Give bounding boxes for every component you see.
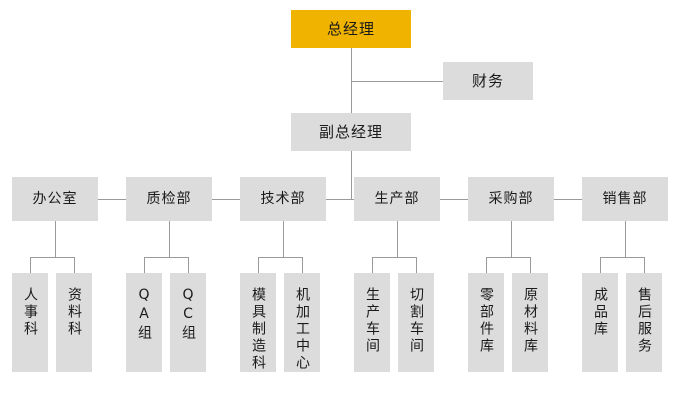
connector-leaf-drop bbox=[30, 257, 31, 273]
connector-bracket-bar bbox=[144, 257, 188, 258]
node-leaf-archives[interactable]: 资料科 bbox=[56, 273, 92, 372]
node-leaf-cutting-workshop[interactable]: 切割车间 bbox=[398, 273, 434, 372]
node-label: QC组 bbox=[180, 287, 196, 342]
node-label: 质检部 bbox=[146, 191, 192, 207]
node-label: 财务 bbox=[471, 71, 504, 90]
node-leaf-mold-manufacturing[interactable]: 模具制造科 bbox=[240, 273, 276, 372]
connector-dept-stub bbox=[169, 221, 170, 257]
connector-leaf-drop bbox=[74, 257, 75, 273]
connector-leaf-drop bbox=[644, 257, 645, 273]
connector-gm-to-finance bbox=[351, 81, 443, 82]
node-label: 技术部 bbox=[260, 191, 306, 207]
node-label: 总经理 bbox=[326, 19, 375, 38]
connector-leaf-drop bbox=[486, 257, 487, 273]
node-label: 生产部 bbox=[374, 191, 420, 207]
connector-leaf-drop bbox=[144, 257, 145, 273]
node-leaf-production-workshop[interactable]: 生产车间 bbox=[354, 273, 390, 372]
node-label: 办公室 bbox=[32, 191, 78, 207]
connector-leaf-drop bbox=[416, 257, 417, 273]
connector-dept-link bbox=[326, 199, 354, 200]
node-label: 模具制造科 bbox=[250, 287, 266, 372]
node-label: 零部件库 bbox=[478, 287, 494, 355]
connector-leaf-drop bbox=[530, 257, 531, 273]
connector-leaf-drop bbox=[258, 257, 259, 273]
node-label: 销售部 bbox=[602, 191, 648, 207]
connector-bracket-bar bbox=[600, 257, 644, 258]
connector-dept-stub bbox=[397, 221, 398, 257]
connector-dept-link bbox=[440, 199, 468, 200]
connector-bracket-bar bbox=[372, 257, 416, 258]
connector-gm-to-deputy bbox=[351, 48, 352, 113]
node-leaf-machining-center[interactable]: 机加工中心 bbox=[284, 273, 320, 372]
node-label: 切割车间 bbox=[408, 287, 424, 355]
node-leaf-parts-warehouse[interactable]: 零部件库 bbox=[468, 273, 504, 372]
node-label: 原材料库 bbox=[522, 287, 538, 355]
connector-leaf-drop bbox=[372, 257, 373, 273]
node-label: 售后服务 bbox=[636, 287, 652, 355]
node-label: 机加工中心 bbox=[294, 287, 310, 372]
node-department-quality[interactable]: 质检部 bbox=[126, 177, 212, 221]
connector-leaf-drop bbox=[600, 257, 601, 273]
connector-dept-link bbox=[554, 199, 582, 200]
node-general-manager[interactable]: 总经理 bbox=[291, 10, 411, 48]
connector-bracket-bar bbox=[30, 257, 74, 258]
node-department-office[interactable]: 办公室 bbox=[12, 177, 98, 221]
node-leaf-qa-team[interactable]: QA组 bbox=[126, 273, 162, 372]
connector-dept-stub bbox=[55, 221, 56, 257]
connector-dept-stub bbox=[625, 221, 626, 257]
connector-dept-link bbox=[98, 199, 126, 200]
connector-dept-stub bbox=[511, 221, 512, 257]
node-label: QA组 bbox=[136, 287, 152, 342]
node-leaf-after-sales-service[interactable]: 售后服务 bbox=[626, 273, 662, 372]
node-leaf-finished-goods-warehouse[interactable]: 成品库 bbox=[582, 273, 618, 372]
node-department-sales[interactable]: 销售部 bbox=[582, 177, 668, 221]
node-label: 生产车间 bbox=[364, 287, 380, 355]
node-department-production[interactable]: 生产部 bbox=[354, 177, 440, 221]
node-label: 采购部 bbox=[488, 191, 534, 207]
connector-dept-stub bbox=[283, 221, 284, 257]
node-finance[interactable]: 财务 bbox=[443, 62, 533, 100]
connector-deputy-to-departments bbox=[351, 151, 352, 199]
node-deputy-general-manager[interactable]: 副总经理 bbox=[291, 113, 411, 151]
connector-bracket-bar bbox=[258, 257, 302, 258]
node-label: 资料科 bbox=[66, 287, 82, 338]
node-label: 人事科 bbox=[22, 287, 38, 338]
node-department-purchasing[interactable]: 采购部 bbox=[468, 177, 554, 221]
connector-dept-link bbox=[212, 199, 240, 200]
connector-leaf-drop bbox=[302, 257, 303, 273]
connector-bracket-bar bbox=[486, 257, 530, 258]
connector-leaf-drop bbox=[188, 257, 189, 273]
node-label: 副总经理 bbox=[318, 122, 383, 141]
node-leaf-qc-team[interactable]: QC组 bbox=[170, 273, 206, 372]
node-label: 成品库 bbox=[592, 287, 608, 338]
node-leaf-hr[interactable]: 人事科 bbox=[12, 273, 48, 372]
node-department-technology[interactable]: 技术部 bbox=[240, 177, 326, 221]
node-leaf-raw-material-warehouse[interactable]: 原材料库 bbox=[512, 273, 548, 372]
